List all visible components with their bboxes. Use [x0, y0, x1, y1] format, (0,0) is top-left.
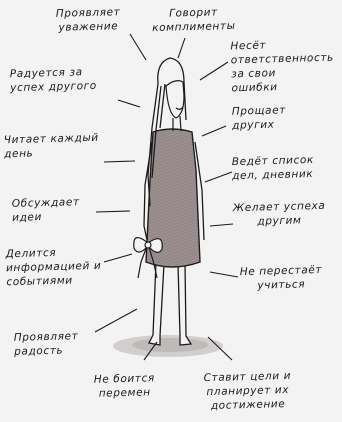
floor-shadow	[113, 335, 223, 357]
label-learning: Не перестаёт учиться	[240, 263, 323, 293]
label-forgives: Прощает других	[232, 103, 287, 132]
label-joy: Проявляет радость	[14, 329, 79, 359]
label-respect: Проявляет уважение	[56, 5, 121, 35]
face	[166, 81, 184, 131]
legs	[149, 262, 191, 345]
label-others-success: Радуется за успех другого	[10, 65, 97, 95]
label-compliments: Говорит комплименты	[152, 5, 236, 35]
label-list: Ведёт список дел, дневник	[232, 153, 315, 183]
label-discusses: Обсуждает идеи	[12, 195, 81, 225]
label-change: Не боится перемен	[94, 371, 156, 401]
label-wishes: Желает успеха другим	[233, 199, 326, 229]
label-reads: Читает каждый день	[4, 131, 100, 161]
label-responsibility: Несёт ответственность за свои ошибки	[230, 37, 335, 96]
label-goals: Ставит цели и планирует их достижение	[203, 369, 292, 413]
label-shares: Делится информацией и событиями	[5, 245, 101, 289]
